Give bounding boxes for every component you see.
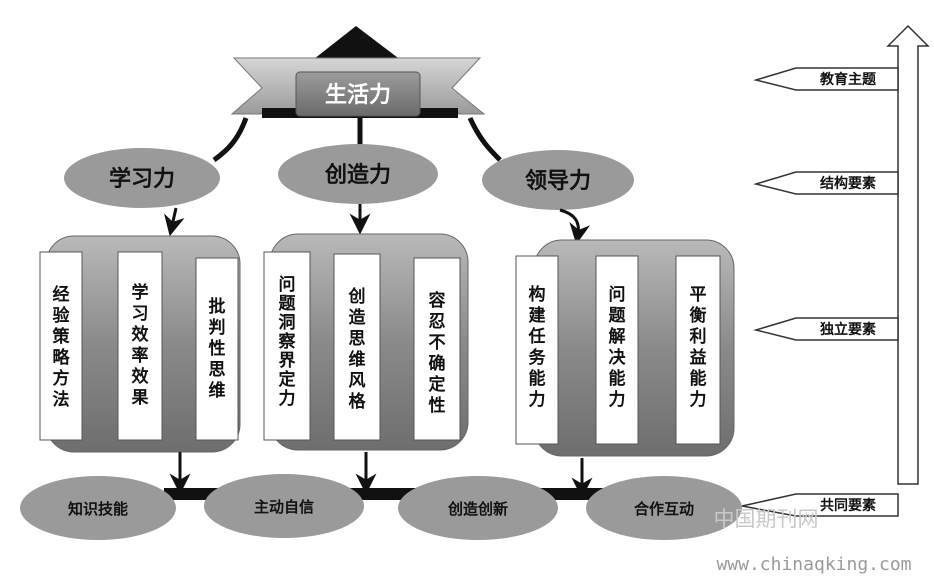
card-text-0-2: 批判性思维: [209, 296, 226, 401]
card-text-2-2: 平衡利益能力: [690, 285, 707, 410]
legend-flag-3: 共同要素: [741, 493, 899, 517]
ellipse-creativity: [278, 144, 438, 204]
card-2-1: [595, 255, 639, 445]
card-1-1: [333, 253, 381, 441]
card-2-2: [675, 255, 721, 445]
level2-arrows: [164, 204, 591, 245]
card-text-1-0: 问题洞察界定力: [278, 274, 297, 409]
bottom-label-1: 主动自信: [254, 498, 314, 516]
card-text-1-1: 创造思维风格: [348, 286, 367, 412]
legend-label-1: 结构要素: [820, 175, 876, 192]
legend: 教育主题 结构要素 独立要素 共同要素: [741, 24, 930, 517]
card-1-2: [413, 257, 461, 441]
legend-flag-1: 结构要素: [753, 171, 899, 195]
level2-ellipses: 学习力 创造力 领导力: [64, 144, 634, 210]
top-banner: 生活力: [230, 26, 486, 118]
panel-group-2: 构建任务能力 问题解决能力 平衡利益能力: [515, 239, 735, 457]
bottom-ellipses: 知识技能 主动自信 创造创新 合作互动: [20, 474, 742, 540]
bottom-ellipse-2: [398, 476, 558, 540]
legend-flag-shape-0: [753, 67, 899, 91]
legend-flag-shape-1: [753, 171, 899, 195]
legend-label-0: 教育主题: [820, 71, 877, 88]
card-0-0: [39, 251, 83, 441]
legend-flag-2: 独立要素: [753, 317, 899, 341]
top-connectors: [212, 116, 502, 163]
top-box: [295, 71, 421, 117]
arrow-leadership: [559, 208, 591, 245]
connector-left: [212, 117, 249, 163]
legend-up-arrow: [886, 24, 930, 485]
legend-label-2: 独立要素: [820, 321, 876, 338]
level2-label-1: 创造力: [324, 163, 391, 188]
card-1-0: [263, 251, 311, 441]
connector-right: [467, 116, 502, 162]
card-text-2-0: 构建任务能力: [528, 284, 547, 410]
card-text-0-0: 经验策略方法: [53, 284, 71, 410]
card-text-1-2: 容忍不确定性: [429, 290, 446, 416]
panel-group-1: 问题洞察界定力 创造思维风格 容忍不确定性: [263, 233, 469, 451]
legend-flag-0: 教育主题: [753, 67, 899, 91]
panel-arrows: [169, 452, 593, 499]
card-0-1: [117, 251, 163, 441]
level2-label-2: 领导力: [525, 168, 591, 194]
panel-group-0: 经验策略方法 学习效率效果 批判性思维: [39, 235, 241, 453]
bottom-label-0: 知识技能: [68, 500, 128, 518]
arrow-learning: [164, 207, 185, 237]
legend-flag-shape-3: [741, 493, 899, 517]
watermark-cn: 中国期刊网: [714, 507, 819, 531]
ellipse-leadership: [482, 150, 634, 210]
card-2-0: [515, 255, 559, 445]
bottom-label-2: 创造创新: [447, 500, 508, 518]
watermark: 中国期刊网 www.chinaqking.com: [714, 507, 912, 575]
watermark-url: www.chinaqking.com: [716, 554, 911, 575]
bottom-ellipse-3: [586, 476, 742, 540]
bottom-label-3: 合作互动: [633, 500, 694, 518]
card-text-0-1: 学习效率效果: [132, 282, 149, 408]
legend-flag-shape-2: [753, 317, 899, 341]
level2-label-0: 学习力: [109, 166, 175, 192]
ellipse-learning: [64, 148, 220, 208]
top-label: 生活力: [325, 83, 391, 108]
card-0-2: [195, 257, 239, 441]
bottom-ellipse-1: [204, 474, 364, 538]
card-text-2-1: 问题解决能力: [609, 284, 627, 410]
bottom-ellipse-0: [20, 476, 176, 540]
legend-label-3: 共同要素: [820, 497, 876, 514]
